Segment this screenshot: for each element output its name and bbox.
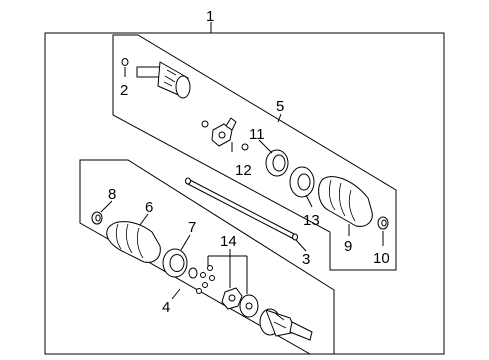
callout-14: 14	[220, 233, 237, 250]
callout-3: 3	[302, 251, 310, 268]
callout-9: 9	[344, 238, 352, 255]
leader-4	[171, 288, 181, 300]
part-9-boot	[318, 176, 373, 227]
leader-13	[305, 194, 313, 208]
leader-3	[295, 239, 307, 252]
leader-6	[139, 213, 149, 226]
part-10-clamp	[377, 216, 389, 230]
part-13-ring	[289, 166, 315, 198]
callout-11: 11	[249, 126, 265, 143]
inner-cv-housing	[259, 308, 313, 341]
part-3-shaft	[185, 177, 298, 241]
callout-1: 1	[206, 8, 214, 25]
part-7-clamp	[162, 248, 188, 278]
leader-7	[180, 234, 191, 251]
callout-10: 10	[373, 250, 390, 267]
leader-8	[100, 200, 113, 213]
part-11-clamp	[265, 149, 289, 177]
callout-12: 12	[235, 162, 252, 179]
part-12-clips	[201, 117, 249, 151]
outer-joint-panel	[112, 34, 397, 271]
callout-6: 6	[145, 199, 153, 216]
callout-8: 8	[108, 186, 116, 203]
part-14-bearing-set	[188, 265, 259, 318]
part-6-boot	[106, 221, 161, 263]
outer-cv-housing	[136, 61, 191, 99]
inner-joint-panel	[79, 159, 335, 355]
callout-4: 4	[162, 299, 170, 316]
leader-5	[277, 113, 282, 123]
callout-5: 5	[276, 98, 284, 115]
callout-2: 2	[120, 82, 128, 99]
leader-14	[207, 249, 248, 294]
leader-11	[258, 139, 273, 154]
callout-7: 7	[188, 219, 196, 236]
assembly-frame	[44, 32, 445, 355]
part-2-ring	[121, 58, 129, 66]
part-8-clamp	[91, 211, 103, 225]
callout-13: 13	[303, 212, 320, 229]
